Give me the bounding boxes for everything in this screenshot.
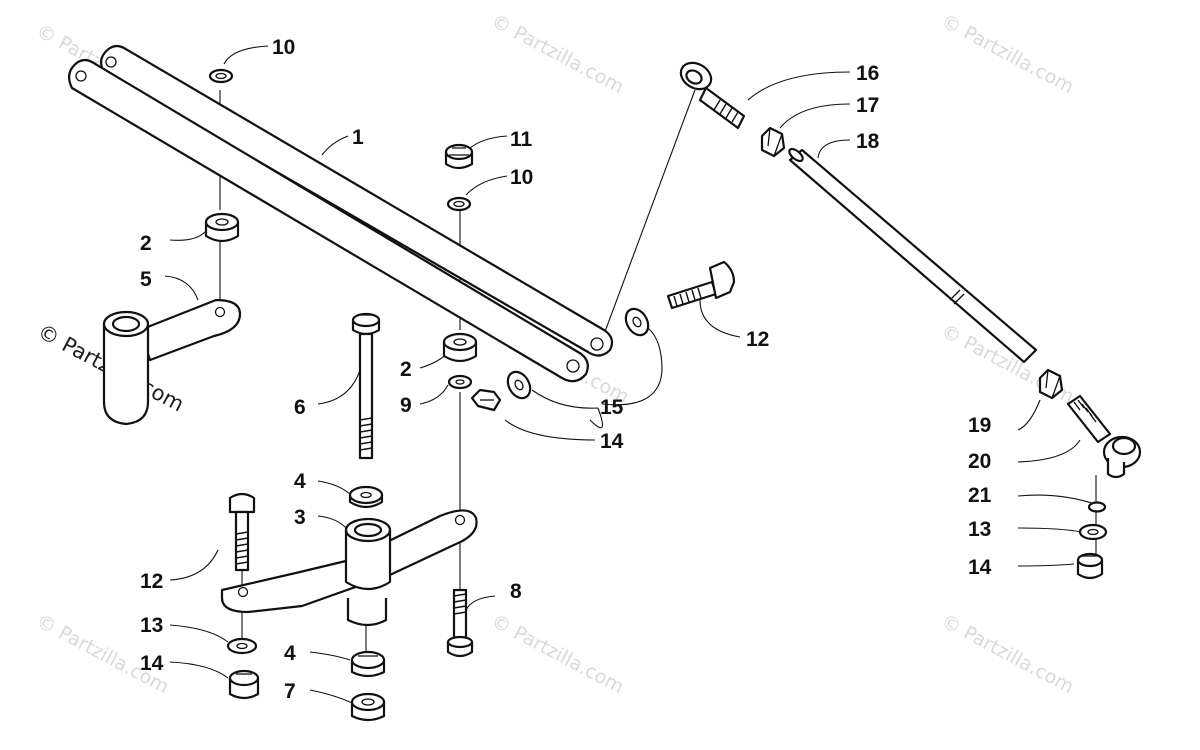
callout-20: 20 <box>968 450 991 473</box>
bolt-part-12-right <box>666 260 736 310</box>
jam-nut-part-17 <box>760 126 786 158</box>
jam-nut-part-19 <box>1038 368 1064 400</box>
bolt-part-12-left <box>228 492 256 572</box>
callout-15: 15 <box>600 396 624 419</box>
arm-bottom-hole-right <box>566 359 580 373</box>
nut-part-11 <box>444 143 474 170</box>
callout-3: 3 <box>294 506 306 529</box>
arm-bottom-hole-left <box>75 70 87 82</box>
watermark-top-middle: © Partzilla.com <box>488 10 628 98</box>
nut-part-14-right <box>1076 552 1104 580</box>
washer-part-13-left <box>226 637 258 655</box>
bracket-part-3 <box>220 509 478 627</box>
callout-19: 19 <box>968 414 991 437</box>
callout-12-left: 12 <box>140 570 163 593</box>
washer-part-10-left <box>208 68 234 84</box>
washer-part-10-middle <box>446 196 472 212</box>
callout-21: 21 <box>968 484 992 507</box>
callout-18: 18 <box>856 130 880 153</box>
washer-part-21 <box>1087 501 1107 513</box>
callout-9: 9 <box>400 394 412 417</box>
callout-13-left: 13 <box>140 614 163 637</box>
arm-top-hole-left <box>105 56 117 68</box>
spacer-part-2-middle <box>442 332 478 363</box>
tube-part-18 <box>788 147 1038 364</box>
callout-14-right: 14 <box>968 556 992 579</box>
washer-part-4-upper <box>348 485 384 509</box>
callout-11: 11 <box>510 128 533 151</box>
callout-10-left: 10 <box>272 36 295 59</box>
nut-part-14-middle <box>470 388 502 412</box>
callout-5: 5 <box>140 268 152 291</box>
washer-part-15-lower <box>506 370 532 400</box>
washer-part-9 <box>447 374 473 390</box>
nut-part-4-lower <box>350 650 386 678</box>
callout-4-upper: 4 <box>294 470 306 493</box>
callout-12-right: 12 <box>746 328 769 351</box>
callout-2-middle: 2 <box>400 358 412 381</box>
arm-part-1 <box>67 44 614 383</box>
washer-part-13-right <box>1078 523 1108 541</box>
spacer-part-2-left <box>204 212 240 243</box>
nut-part-7 <box>350 692 386 722</box>
callout-7: 7 <box>284 680 296 703</box>
watermark-top-right: © Partzilla.com <box>938 10 1078 98</box>
callout-8: 8 <box>510 580 522 603</box>
callout-17: 17 <box>856 94 879 117</box>
callout-10-middle: 10 <box>510 166 533 189</box>
bracket-part-5 <box>102 298 242 426</box>
watermark-bottom-middle: © Partzilla.com <box>488 610 628 698</box>
callout-13-right: 13 <box>968 518 991 541</box>
rod-end-part-20 <box>1066 394 1142 479</box>
callout-2-left: 2 <box>140 232 152 255</box>
callout-14-middle: 14 <box>600 430 624 453</box>
callout-labels: 1 2 2 3 4 4 5 6 7 8 9 10 10 11 12 12 13 … <box>140 36 992 703</box>
rod-end-part-16 <box>679 61 746 130</box>
callout-14-left: 14 <box>140 652 164 675</box>
callout-1: 1 <box>352 126 364 149</box>
callout-6: 6 <box>294 396 306 419</box>
washer-part-15-upper <box>624 307 650 337</box>
callout-4-lower: 4 <box>284 642 296 665</box>
bolt-part-6 <box>351 312 381 460</box>
nut-part-14-left <box>228 669 260 700</box>
arm-top-hole-right <box>590 337 604 351</box>
callout-16: 16 <box>856 62 879 85</box>
watermark-bottom-right: © Partzilla.com <box>938 610 1078 698</box>
bolt-part-8 <box>446 588 474 658</box>
